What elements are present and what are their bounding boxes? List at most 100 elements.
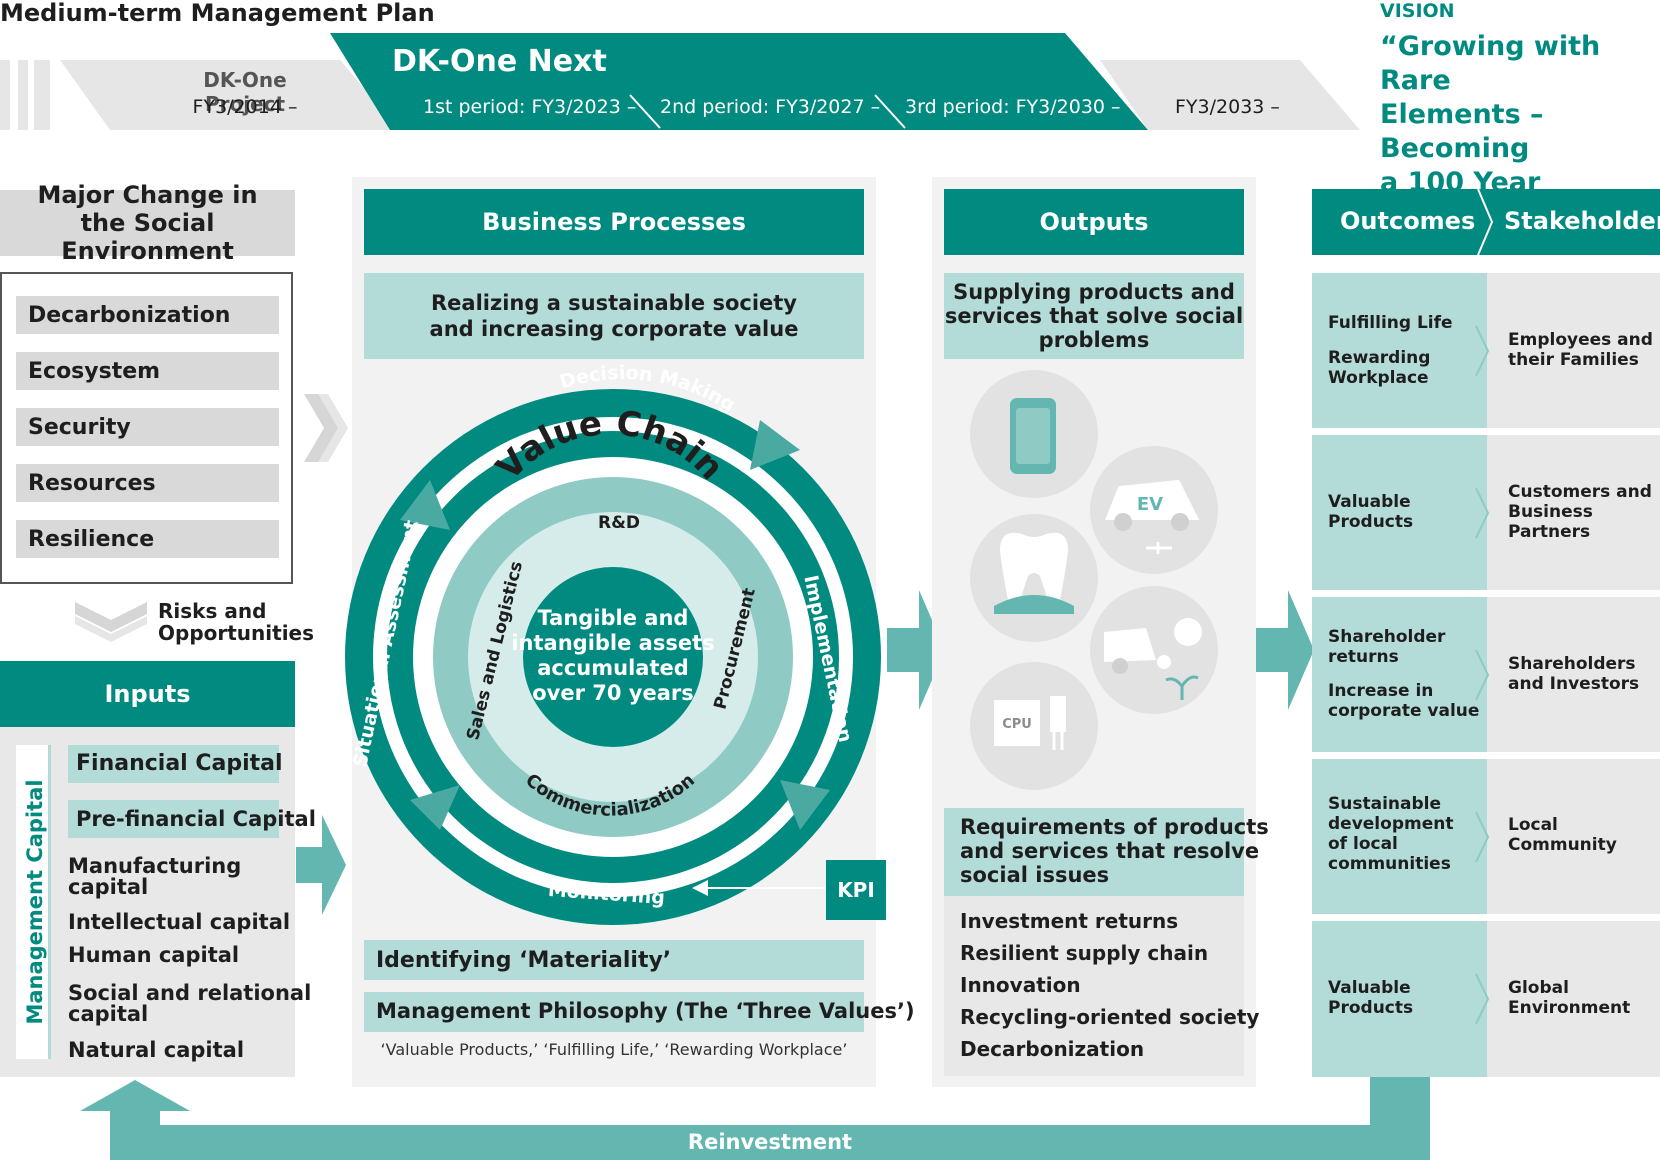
outputs-subtitle-line-1: Supplying products and xyxy=(953,280,1235,304)
core-line-2: intangible assets xyxy=(511,631,714,655)
timeline-banner xyxy=(0,33,1360,130)
chevron-right-icon xyxy=(304,394,348,462)
social-capital-line-2: capital xyxy=(68,1002,149,1026)
rewarding-line-2: Workplace xyxy=(1328,368,1429,388)
business-subtitle-line-1: Realizing a sustainable society xyxy=(431,291,797,315)
req-decarbonization: Decarbonization xyxy=(960,1037,1145,1061)
outcome-fulfilling-life: Fulfilling Life xyxy=(1328,313,1453,333)
social-environment-title: Major Change in the Social Environment xyxy=(0,181,295,265)
reinvestment-arrow xyxy=(80,1077,1430,1160)
risks-line-2: Opportunities xyxy=(158,621,315,645)
manufacturing-line-2: capital xyxy=(68,875,149,899)
management-capital-text: Management Capital xyxy=(23,779,47,1024)
stakeholder-customers: Customers and Business Partners xyxy=(1508,482,1652,542)
outcome-row-3 xyxy=(1312,597,1487,752)
outcome-sustainable-development: Sustainable development of local communi… xyxy=(1328,794,1453,874)
exhaust-car-icon xyxy=(1104,618,1202,700)
outcome-row-1 xyxy=(1312,273,1487,428)
social-environment-box xyxy=(0,272,293,584)
management-capital-bar xyxy=(48,745,51,1059)
outputs-subtitle: Supplying products and services that sol… xyxy=(944,273,1244,359)
req-innovation: Innovation xyxy=(960,973,1081,997)
valuable-line-1: Valuable xyxy=(1328,492,1411,512)
sustainable-line-4: communities xyxy=(1328,854,1451,874)
stakeholder-row-2 xyxy=(1487,435,1660,590)
chevron-right-icon xyxy=(1475,649,1490,701)
global-line-2: Environment xyxy=(1508,998,1631,1018)
philosophy-label: Management Philosophy (The ‘Three Values… xyxy=(376,999,915,1023)
chevron-right-icon xyxy=(1475,973,1490,1025)
financial-capital: Financial Capital xyxy=(76,751,283,776)
risks-line-1: Risks and xyxy=(158,599,267,623)
social-item-resilience: Resilience xyxy=(16,520,279,558)
business-processes-title: Business Processes xyxy=(364,189,864,255)
requirements-list-panel xyxy=(944,896,1244,1076)
business-subtitle-line-2: and increasing corporate value xyxy=(429,317,799,341)
reinvestment-label: Reinvestment xyxy=(687,1130,853,1154)
dk-one-project-label: DK-One Project xyxy=(203,68,287,116)
stakeholder-shareholders: Shareholders and Investors xyxy=(1508,654,1639,694)
stakeholder-row-3 xyxy=(1487,597,1660,752)
stakeholder-global-environment: Global Environment xyxy=(1508,978,1630,1018)
social-item-security: Security xyxy=(16,408,279,446)
requirements-label: Requirements of products and services th… xyxy=(960,815,1269,887)
corporate-value-line-1: Increase in xyxy=(1328,681,1434,701)
sustainable-line-2: development xyxy=(1328,814,1454,834)
social-item-ecosystem: Ecosystem xyxy=(16,352,279,390)
shareholder-returns-line-1: Shareholder xyxy=(1328,627,1446,647)
materiality-label: Identifying ‘Materiality’ xyxy=(376,948,672,973)
vision-label: VISION xyxy=(1380,0,1455,22)
outputs-subtitle-line-2: services that solve social xyxy=(944,304,1244,328)
customers-line-3: Partners xyxy=(1508,522,1591,542)
req-line-2: and services that resolve xyxy=(960,839,1260,863)
row-chevrons xyxy=(1475,325,1490,1025)
prefinancial-capital-box xyxy=(68,800,279,838)
stakeholders-title: Stakeholders xyxy=(1504,207,1660,235)
management-capital-vertical-label: Management Capital xyxy=(23,779,47,1024)
risks-opportunities-label: Risks and Opportunities xyxy=(158,600,314,644)
social-title-line-2: the Social Environment xyxy=(61,209,234,265)
social-item-decarbonization: Decarbonization xyxy=(16,296,279,334)
outcomes-header xyxy=(1312,189,1660,255)
cpu-text: CPU xyxy=(1002,717,1032,732)
tooth-icon xyxy=(1000,532,1068,608)
chevron-divider-icon xyxy=(1477,189,1494,255)
local-line-1: Local xyxy=(1508,815,1558,835)
social-capital-line-1: Social and relational xyxy=(68,981,312,1005)
chevron-down-icon xyxy=(75,602,147,642)
shareholder-returns-line-2: returns xyxy=(1328,647,1399,667)
business-processes-subtitle: Realizing a sustainable society and incr… xyxy=(364,273,864,359)
valuable2-line-1: Valuable xyxy=(1328,978,1411,998)
employees-line-2: their Families xyxy=(1508,350,1639,370)
valuable-line-2: Products xyxy=(1328,512,1414,532)
page-title: Medium-term Management Plan xyxy=(0,0,435,27)
financial-capital-box xyxy=(68,745,279,783)
req-resilient-supply-chain: Resilient supply chain xyxy=(960,941,1209,965)
stakeholder-row-5 xyxy=(1487,921,1660,1077)
requirements-box xyxy=(944,808,1244,896)
outcome-valuable-products: Valuable Products xyxy=(1328,492,1413,532)
value-chain-diagram: Decision Making Implementation Monitorin… xyxy=(345,360,881,925)
social-item-resources: Resources xyxy=(16,464,279,502)
outcome-row-2 xyxy=(1312,435,1487,590)
social-relational-capital: Social and relational capital xyxy=(68,983,311,1025)
outcome-shareholder-returns: Shareholder returns xyxy=(1328,627,1445,667)
sustainable-line-3: of local xyxy=(1328,834,1398,854)
req-line-3: social issues xyxy=(960,863,1110,887)
arrow-right-icon xyxy=(887,590,945,710)
core-line-3: accumulated xyxy=(537,656,689,680)
vision-line-1: “Growing with Rare xyxy=(1380,31,1601,96)
shareholders-line-1: Shareholders xyxy=(1508,654,1636,674)
chevron-right-icon xyxy=(1475,811,1490,863)
global-line-1: Global xyxy=(1508,978,1569,998)
corporate-value-line-2: corporate value xyxy=(1328,701,1480,721)
outcome-corporate-value: Increase in corporate value xyxy=(1328,681,1479,721)
stakeholder-row-1 xyxy=(1487,273,1660,428)
period-3: 3rd period: FY3/2030 – xyxy=(905,96,1121,118)
outcome-row-5 xyxy=(1312,921,1487,1077)
philosophy-box xyxy=(364,992,864,1032)
stakeholder-local-community: Local Community xyxy=(1508,815,1617,855)
manufacturing-capital: Manufacturing capital xyxy=(68,856,241,898)
prefinancial-capital: Pre-financial Capital xyxy=(76,807,316,831)
outcome-valuable-products-2: Valuable Products xyxy=(1328,978,1413,1018)
